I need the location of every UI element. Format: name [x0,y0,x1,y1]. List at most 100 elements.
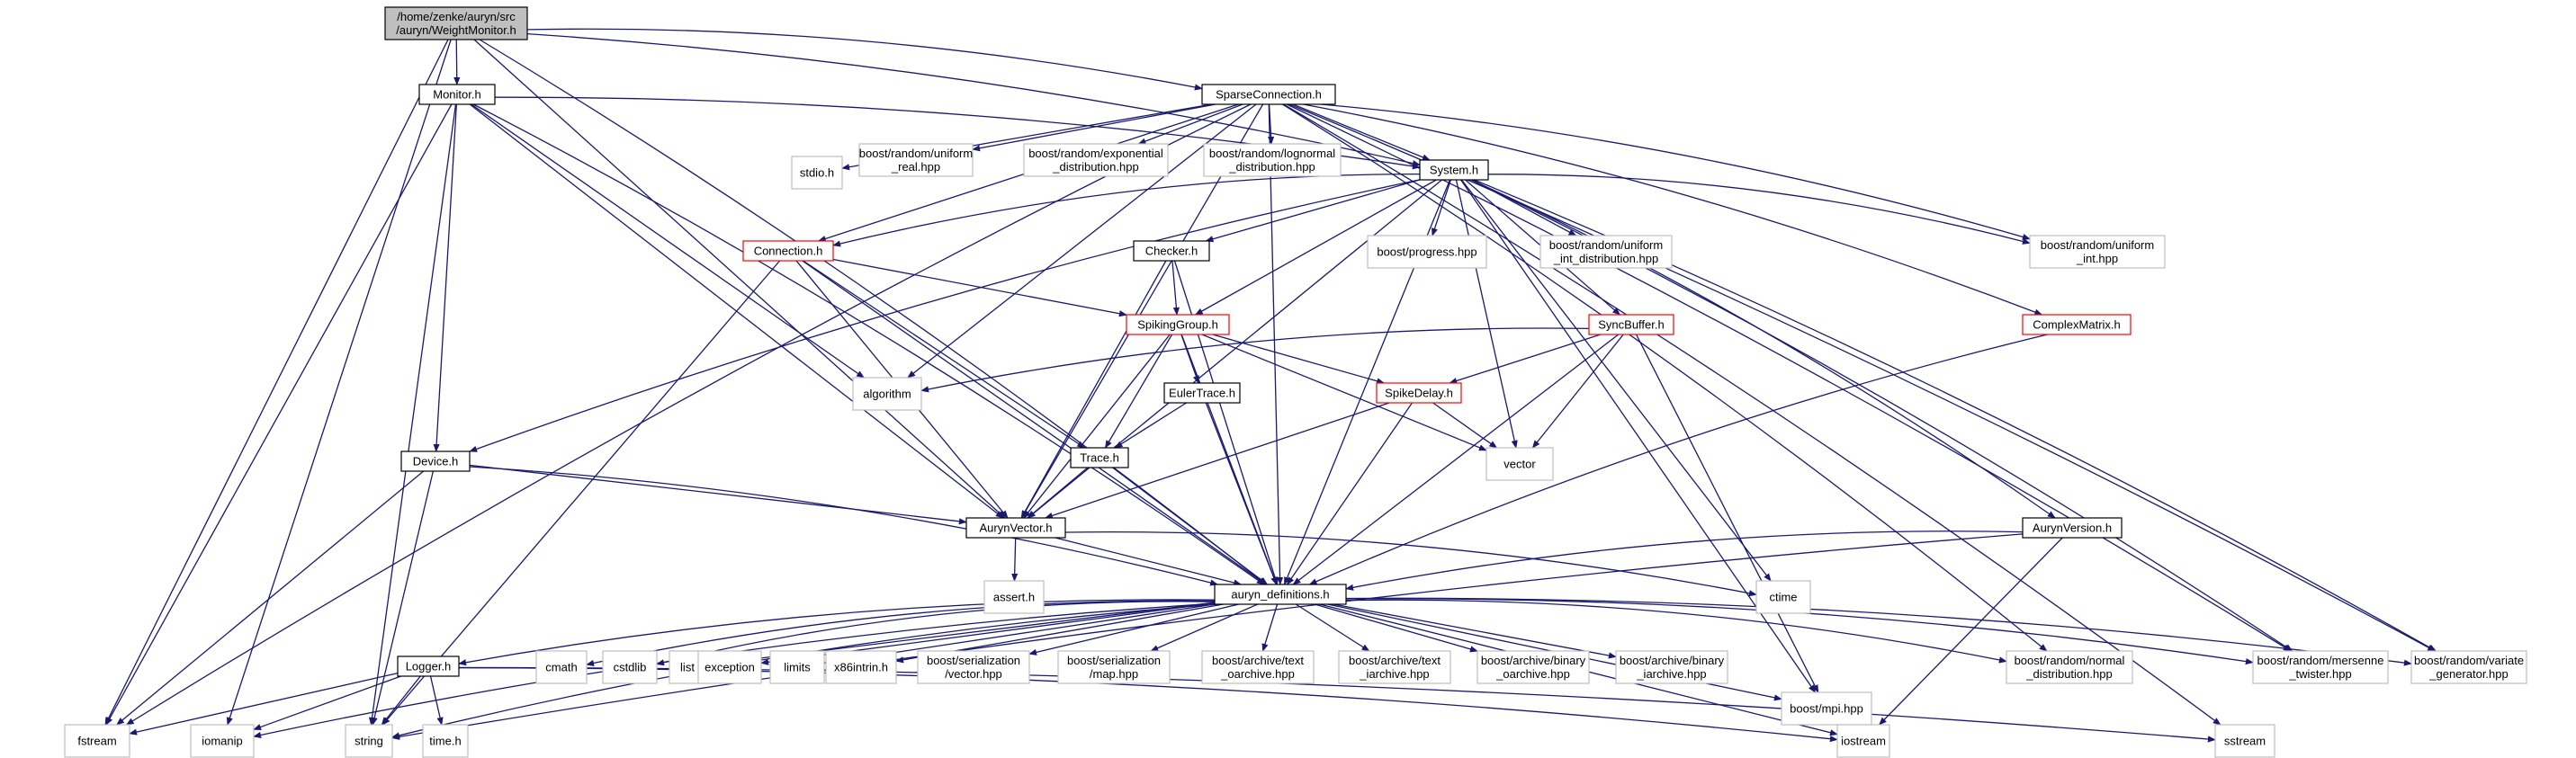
node-box [1023,143,1169,177]
node-stdio: stdio.h [791,156,843,190]
node-label: SpikeDelay.h [1385,387,1453,400]
node-aurynvector[interactable]: AurynVector.h [965,517,1066,539]
node-complexmatrix[interactable]: ComplexMatrix.h [2022,314,2132,335]
node-limits: limits [769,650,825,684]
node-box [858,143,974,177]
edge-spikinggroup-to-aurynvector [1023,334,1171,519]
edge-system-to-aurynvector [1027,179,1442,519]
node-device[interactable]: Device.h [400,450,471,472]
edge-monitor-to-fstream [105,103,453,726]
node-box [2022,517,2123,539]
node-label: boost/serialization [1067,654,1161,667]
node-label: /vector.hpp [945,667,1002,681]
node-label: _twister.hpp [2288,667,2351,681]
node-box [1755,580,1811,614]
node-label: _iarchive.hpp [1359,667,1429,681]
edge-weightmonitor-to-aurynvector [473,39,1006,519]
node-iomanip: iomanip [190,724,255,758]
node-box [2006,650,2133,684]
node-label: ComplexMatrix.h [2033,318,2121,332]
node-label: SpikingGroup.h [1137,318,1218,332]
edge-sparseconnection-to-complexmatrix [1303,103,2043,316]
edge-sparseconnection-to-exponential_dist [1137,103,1243,145]
node-box [1338,650,1451,684]
edge-synchbuffer-to-spikedelay [1449,334,1602,384]
node-connection[interactable]: Connection.h [742,240,834,262]
node-eulertrace[interactable]: EulerTrace.h [1163,382,1241,404]
edge-auryn_definitions-to-logger [458,599,1216,666]
node-sparseconnection[interactable]: SparseConnection.h [1201,84,1336,105]
node-assert: assert.h [983,580,1045,614]
node-label: ctime [1769,591,1797,604]
node-label: boost/random/variate [2414,654,2524,667]
edge-system-to-uniform_int [1487,174,2031,245]
edge-system-to-ctime [1460,179,1772,582]
node-aurynversion[interactable]: AurynVersion.h [2022,517,2123,539]
node-weightmonitor[interactable]: /home/zenke/auryn/src/auryn/WeightMonito… [384,6,528,40]
node-label: list [680,661,695,674]
edge-spikedelay-to-auryn_definitions [1287,402,1413,585]
node-box [983,580,1045,614]
edge-spikinggroup-to-vector [1201,334,1487,451]
node-box [1201,84,1336,105]
edge-connection-to-trace [803,260,1086,449]
node-label: boost/archive/binary [1481,654,1586,667]
edge-logger-to-iomanip [253,675,401,730]
node-box [397,655,460,677]
node-string: string [345,724,393,758]
node-box [535,650,588,684]
node-logger[interactable]: Logger.h [397,655,460,677]
node-box [602,650,658,684]
node-label: sstream [2224,735,2266,748]
node-box [1485,447,1554,481]
node-box [1781,691,1872,726]
edge-device-to-aurynvector [469,464,967,525]
edge-monitor-to-auryn_definitions [472,103,1265,585]
node-spikedelay[interactable]: SpikeDelay.h [1376,382,1462,404]
edge-connection-to-spikinggroup [832,258,1127,317]
node-synchbuffer[interactable]: SyncBuffer.h [1588,314,1674,335]
node-checker[interactable]: Checker.h [1133,240,1210,262]
edge-sparseconnection-to-sstream [1283,103,2221,726]
node-label: boost/random/lognormal [1209,147,1335,160]
node-box [1539,235,1673,269]
node-label: _generator.hpp [2428,667,2508,681]
edge-auryn_definitions-to-ser_map [1150,603,1259,652]
edge-system-to-aurynversion [1470,179,2056,519]
node-label: x86intrin.h [834,661,888,674]
node-label: assert.h [993,591,1035,604]
node-label: boost/serialization [927,654,1020,667]
node-trace[interactable]: Trace.h [1070,447,1129,468]
node-time: time.h [422,724,469,758]
edge-aurynvector-to-assert [1011,537,1019,582]
edge-sparseconnection-to-uniform_int [1320,103,2031,240]
node-box [1203,143,1342,177]
edge-weightmonitor-to-system [526,32,1421,167]
node-label: Connection.h [754,245,823,258]
node-system[interactable]: System.h [1419,159,1489,181]
node-box [422,724,469,758]
node-label: algorithm [863,388,911,401]
node-label: System.h [1430,164,1478,177]
node-monitor[interactable]: Monitor.h [418,84,496,105]
node-label: _int.hpp [2076,252,2118,265]
edge-spikedelay-to-vector [1432,402,1498,449]
node-spikinggroup[interactable]: SpikingGroup.h [1126,314,1230,335]
edge-checker-to-spikinggroup [1171,260,1180,316]
node-mersenne: boost/random/mersenne_twister.hpp [2252,650,2389,684]
edge-auryn_definitions-to-cmath [586,600,1216,666]
edge-checker-to-aurynvector [1020,260,1167,519]
node-auryn-definitions[interactable]: auryn_definitions.h [1214,584,1347,605]
node-box [1214,584,1347,605]
edge-auryn_definitions-to-ser_vector [1028,603,1239,655]
node-box [1836,724,1890,758]
node-box [2214,724,2275,758]
edge-trace-to-auryn_definitions [1112,467,1269,585]
edge-system-to-connection [832,173,1421,247]
edge-synchbuffer-to-mpi [1636,334,1819,693]
node-lognormal-dist: boost/random/lognormal_distribution.hpp [1203,143,1342,177]
edge-sparseconnection-to-mersenne [1286,103,2292,652]
edge-aurynvector-to-ctime [1064,531,1757,597]
edge-sparseconnection-to-fstream [125,103,1252,726]
node-label: iomanip [202,735,243,748]
